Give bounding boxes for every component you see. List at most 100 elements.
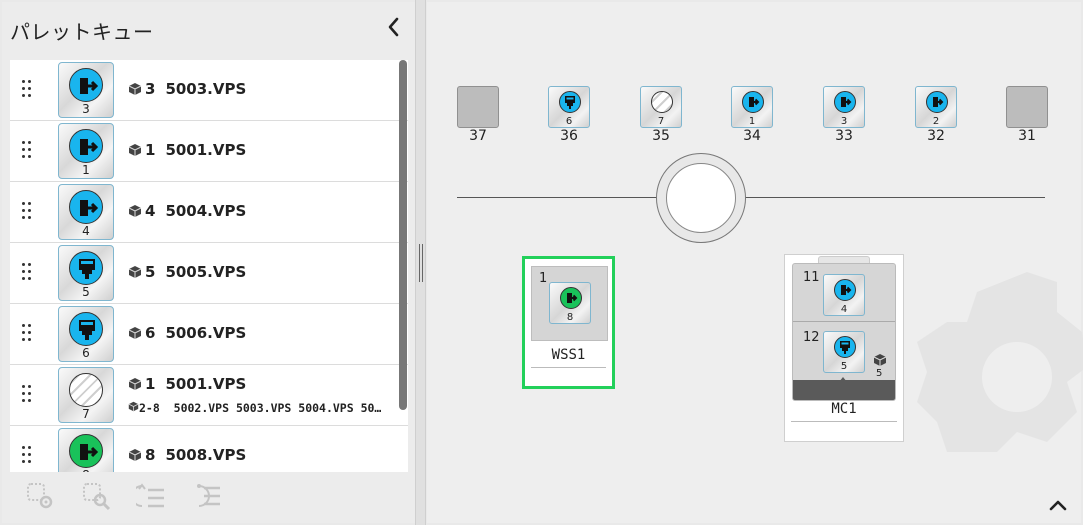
queue-program: 5005.VPS (165, 263, 247, 281)
queue-row[interactable]: 5 5 5005.VPS (10, 243, 408, 304)
stocker-slot[interactable]: 3 (823, 86, 865, 128)
queue-qty: 6 (145, 324, 156, 342)
panel-title: パレットキュー (10, 20, 154, 44)
stocker-slot[interactable]: 7 (640, 86, 682, 128)
stocker-slot[interactable]: 1 (731, 86, 773, 128)
pallet-number: 4 (82, 224, 90, 238)
wss-bay-number: 1 (539, 271, 548, 286)
drag-handle-icon[interactable] (22, 385, 36, 405)
stocker-slot-label: 37 (469, 128, 487, 144)
mc-bay-12-number: 12 (803, 330, 820, 345)
queue-toolbar (10, 472, 408, 523)
queue-info: 5 5005.VPS (128, 263, 246, 281)
exit-icon (834, 279, 856, 301)
pallet-tile[interactable]: 4 (58, 184, 114, 240)
cube-icon (128, 324, 145, 342)
exit-icon (69, 68, 103, 102)
drag-handle-icon[interactable] (22, 324, 36, 344)
pallet-number: 6 (82, 346, 90, 360)
drag-handle-icon[interactable] (22, 263, 36, 283)
list-refresh-icon[interactable] (131, 480, 168, 512)
stocker-slot[interactable]: 6 (548, 86, 590, 128)
pallet-tile[interactable]: 7 (58, 367, 114, 423)
queue-info: 6 5006.VPS (128, 324, 246, 342)
wss-pallet[interactable]: 8 (549, 282, 591, 324)
cube-icon (128, 141, 145, 159)
scrollbar[interactable] (399, 60, 407, 410)
queue-qty: 8 (145, 446, 156, 464)
stocker-pallet-number: 1 (748, 116, 756, 127)
cube-icon (128, 80, 145, 98)
exit-icon (834, 91, 856, 113)
wss-bay: 1 8 (531, 266, 608, 341)
stocker-slot[interactable]: 2 (915, 86, 957, 128)
queue-program: 5006.VPS (165, 324, 247, 342)
stocker-pallet-number: 6 (565, 116, 573, 127)
cube-icon (873, 352, 887, 371)
spindle-icon (69, 312, 103, 346)
pallet-number: 1 (82, 163, 90, 177)
stocker-slot-label: 34 (743, 128, 761, 144)
mc-pallet-12[interactable]: 5 (823, 331, 865, 373)
queue-qty: 1 (145, 141, 156, 159)
cube-icon (128, 401, 139, 415)
drag-handle-icon[interactable] (22, 80, 36, 100)
pallet-tile[interactable]: 1 (58, 123, 114, 179)
wss-station[interactable]: 1 8 WSS1 (522, 256, 615, 389)
queue-sub-range: 2-8 (139, 401, 160, 415)
queue-row[interactable]: 6 6 5006.VPS (10, 304, 408, 365)
drag-handle-icon[interactable] (22, 202, 36, 222)
queue-row[interactable]: 1 1 5001.VPS (10, 121, 408, 182)
spindle-icon (834, 336, 856, 358)
stocker-pallet-number: 7 (657, 116, 665, 127)
stocker-slot[interactable] (457, 86, 499, 128)
drag-handle-icon[interactable] (22, 141, 36, 161)
spindle-icon (69, 251, 103, 285)
cube-icon (128, 375, 145, 393)
stocker-pallet-number: 3 (840, 116, 848, 127)
pallet-tile[interactable]: 3 (58, 62, 114, 118)
queue-qty: 3 (145, 80, 156, 98)
mc-pallet-11[interactable]: 4 (823, 274, 865, 316)
wss-name: WSS1 (551, 347, 586, 363)
exit-icon (926, 91, 948, 113)
exit-icon (69, 434, 103, 468)
queue-program: 5001.VPS (165, 141, 247, 159)
panel-splitter[interactable] (415, 0, 426, 525)
chevron-up-icon[interactable] (1047, 496, 1069, 514)
queue-subinfo: 2-8 5002.VPS 5003.VPS 5004.VPS 50… (128, 401, 381, 415)
pallet-settings-icon[interactable] (24, 480, 56, 512)
pallet-search-icon[interactable] (80, 480, 112, 512)
stocker-slot-label: 33 (835, 128, 853, 144)
exit-icon (69, 129, 103, 163)
cube-icon (128, 202, 145, 220)
queue-qty: 1 (145, 375, 156, 393)
queue-sub-programs: 5002.VPS 5003.VPS 5004.VPS 50… (173, 401, 382, 415)
cube-icon (128, 446, 145, 464)
blank-fixture-icon (69, 373, 103, 407)
cube-icon (128, 263, 145, 281)
queue-qty: 4 (145, 202, 156, 220)
drag-handle-icon[interactable] (22, 446, 36, 466)
stocker-slot-label: 31 (1018, 128, 1036, 144)
pallet-tile[interactable]: 5 (58, 245, 114, 301)
queue-qty: 5 (145, 263, 156, 281)
robot-rail (457, 197, 1045, 198)
chevron-left-icon[interactable] (382, 14, 406, 40)
list-reorder-icon[interactable] (192, 480, 224, 512)
mc-station[interactable]: 11 4 12 5 5 (784, 254, 904, 442)
robot[interactable] (656, 153, 746, 243)
stocker-slot[interactable] (1006, 86, 1048, 128)
pallet-tile[interactable]: 6 (58, 306, 114, 362)
pallet-number: 8 (59, 468, 113, 472)
mc-bay-12-qty: 5 (876, 368, 883, 379)
pallet-tile[interactable]: 8 (58, 428, 114, 472)
